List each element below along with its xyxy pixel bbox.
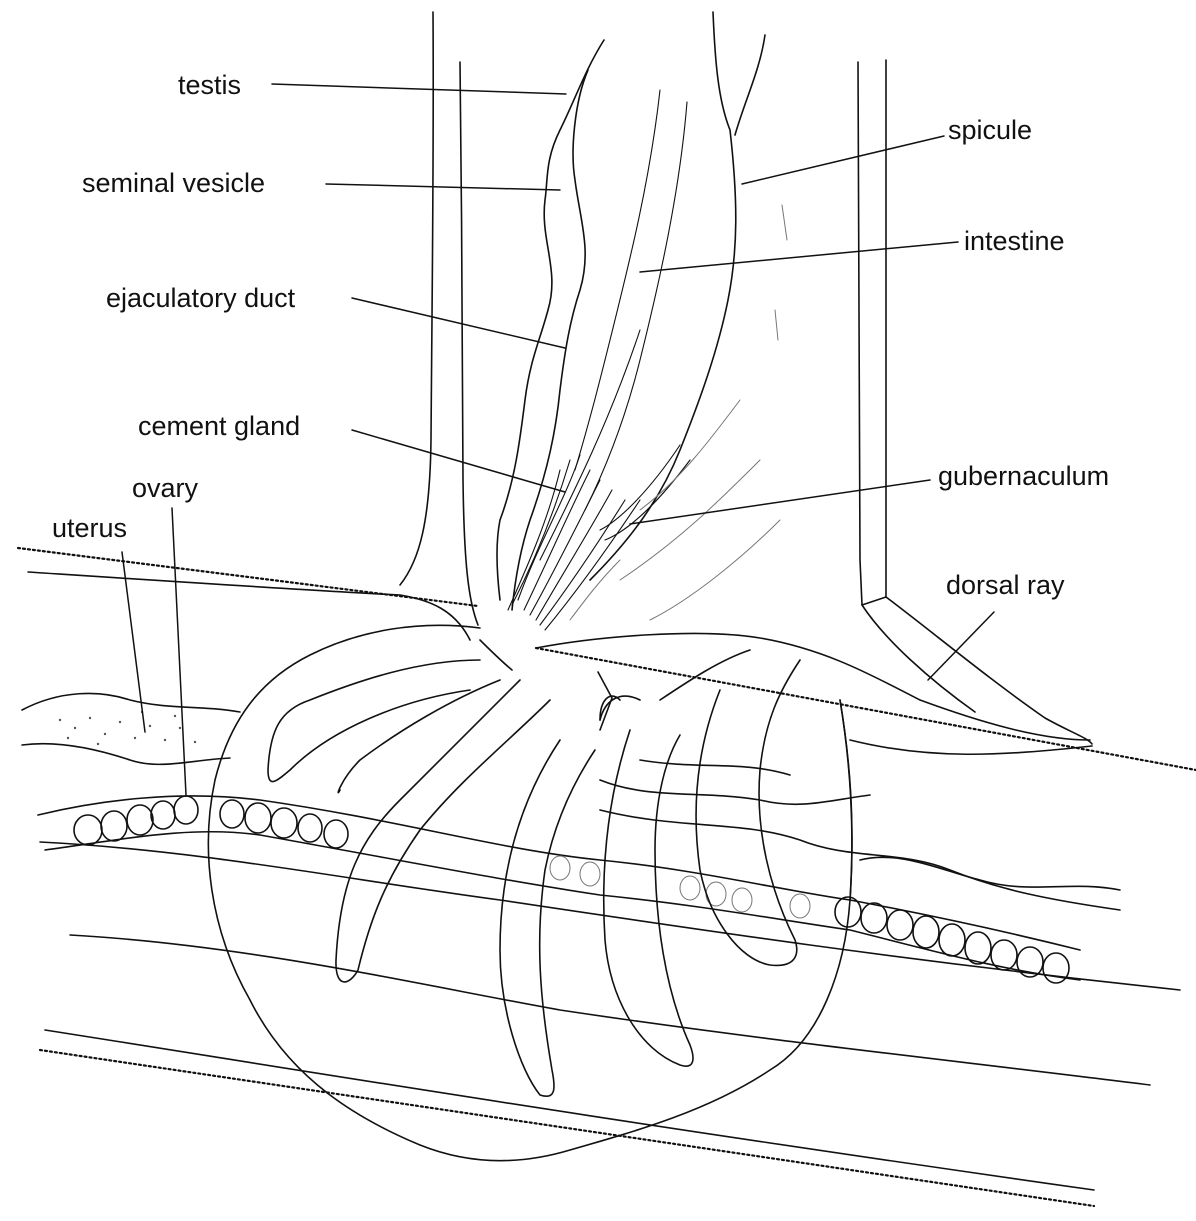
leader-gubernaculum — [630, 480, 930, 524]
leader-dorsal-ray — [928, 612, 994, 680]
leader-seminal-vesicle — [326, 184, 560, 190]
label-dorsal-ray: dorsal ray — [946, 572, 1065, 599]
cement-gland-fibres — [508, 400, 780, 630]
label-gubernaculum: gubernaculum — [938, 463, 1109, 490]
label-seminal-vesicle: seminal vesicle — [82, 170, 265, 197]
bursal-rays — [268, 640, 852, 1096]
male-reproductive-tract — [497, 12, 787, 610]
label-intestine: intestine — [964, 228, 1065, 255]
leader-ejaculatory-duct — [352, 298, 565, 348]
label-ejaculatory-duct: ejaculatory duct — [106, 285, 295, 312]
label-spicule: spicule — [948, 117, 1032, 144]
label-cement-gland: cement gland — [138, 413, 300, 440]
label-ovary: ovary — [132, 475, 198, 502]
ovary-structure — [38, 796, 1080, 983]
uterus-structure — [22, 693, 240, 764]
leader-cement-gland — [352, 430, 565, 492]
label-uterus: uterus — [52, 515, 127, 542]
leader-spicule — [742, 136, 944, 184]
leader-testis — [272, 84, 566, 94]
leader-ovary — [172, 508, 186, 795]
leader-intestine — [640, 242, 958, 272]
female-intestine-lines — [600, 760, 1120, 910]
female-cuticle — [18, 548, 1196, 1206]
label-testis: testis — [178, 72, 241, 99]
